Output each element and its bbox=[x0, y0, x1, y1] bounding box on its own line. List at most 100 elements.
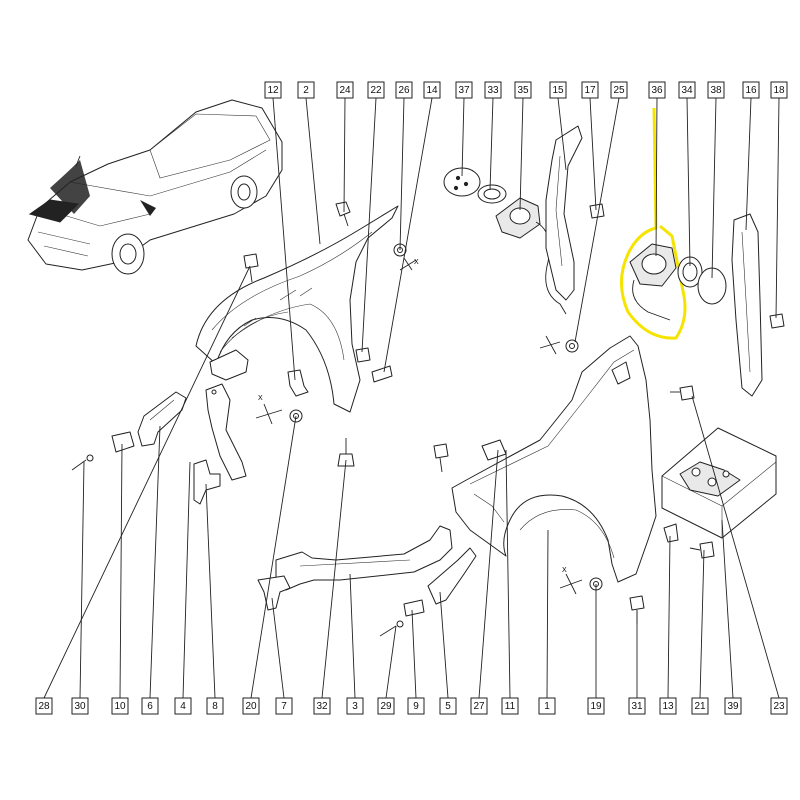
leader-26 bbox=[399, 97, 405, 251]
bolt-fender-top bbox=[433, 443, 449, 473]
callout-17: 17 bbox=[581, 81, 599, 99]
svg-text:17: 17 bbox=[584, 85, 596, 96]
svg-text:31: 31 bbox=[631, 701, 643, 712]
callout-8: 8 bbox=[206, 697, 224, 715]
nut-25 bbox=[565, 339, 579, 353]
svg-text:X: X bbox=[414, 259, 419, 266]
highlight-outline bbox=[619, 107, 687, 340]
callout-10: 10 bbox=[111, 697, 129, 715]
bracket-4 bbox=[205, 349, 249, 481]
callout-3: 3 bbox=[346, 697, 364, 715]
svg-text:25: 25 bbox=[613, 85, 625, 96]
svg-text:18: 18 bbox=[773, 85, 785, 96]
leader-24 bbox=[343, 97, 346, 213]
leader-17 bbox=[589, 97, 597, 211]
callout-16: 16 bbox=[742, 81, 760, 99]
callout-15: 15 bbox=[549, 81, 567, 99]
svg-text:14: 14 bbox=[426, 85, 438, 96]
bracket-5 bbox=[427, 547, 477, 605]
callout-37: 37 bbox=[455, 81, 473, 99]
svg-text:9: 9 bbox=[413, 701, 419, 712]
part-37-disk bbox=[443, 167, 481, 197]
clip-13 bbox=[663, 523, 679, 543]
leader-11 bbox=[505, 449, 511, 699]
bracket-3 bbox=[275, 525, 453, 591]
callout-25: 25 bbox=[610, 81, 628, 99]
svg-text:21: 21 bbox=[694, 701, 706, 712]
callout-4: 4 bbox=[174, 697, 192, 715]
svg-text:37: 37 bbox=[458, 85, 470, 96]
svg-text:6: 6 bbox=[147, 701, 153, 712]
callout-18: 18 bbox=[770, 81, 788, 99]
bracket-7 bbox=[257, 575, 291, 611]
car-thumbnail bbox=[27, 99, 283, 275]
leader-21 bbox=[699, 549, 705, 699]
svg-text:23: 23 bbox=[773, 701, 785, 712]
svg-text:24: 24 bbox=[339, 85, 351, 96]
callout-1: 1 bbox=[538, 697, 556, 715]
callout-13: 13 bbox=[659, 697, 677, 715]
leader-13 bbox=[667, 535, 671, 699]
leader-27 bbox=[478, 449, 499, 699]
svg-text:19: 19 bbox=[590, 701, 602, 712]
svg-text:X: X bbox=[562, 567, 567, 574]
leader-29 bbox=[385, 625, 397, 699]
part-17-clip bbox=[589, 203, 605, 219]
svg-text:27: 27 bbox=[473, 701, 485, 712]
callout-23: 23 bbox=[770, 697, 788, 715]
svg-text:10: 10 bbox=[114, 701, 126, 712]
bolt-24 bbox=[335, 201, 351, 227]
svg-text:26: 26 bbox=[398, 85, 410, 96]
svg-text:3: 3 bbox=[352, 701, 358, 712]
callout-11: 11 bbox=[501, 697, 519, 715]
callout-34: 34 bbox=[678, 81, 696, 99]
svg-text:34: 34 bbox=[681, 85, 693, 96]
leader-4 bbox=[182, 461, 191, 699]
callout-24: 24 bbox=[336, 81, 354, 99]
svg-text:22: 22 bbox=[370, 85, 382, 96]
leader-33 bbox=[489, 97, 494, 191]
leader-35 bbox=[519, 97, 524, 211]
svg-text:30: 30 bbox=[74, 701, 86, 712]
callout-6: 6 bbox=[141, 697, 159, 715]
part-33-gasket bbox=[477, 184, 507, 204]
bolt-28 bbox=[243, 253, 259, 283]
svg-text:11: 11 bbox=[505, 701, 516, 712]
svg-text:28: 28 bbox=[38, 701, 50, 712]
axis-mark-2: X bbox=[399, 257, 419, 271]
callout-36: 36 bbox=[648, 81, 666, 99]
leader-32 bbox=[321, 459, 347, 699]
screw-30 bbox=[71, 454, 94, 471]
part-36-fuel-flap-cable bbox=[629, 243, 677, 321]
leader-39 bbox=[721, 519, 734, 699]
callout-19: 19 bbox=[587, 697, 605, 715]
leader-30 bbox=[79, 461, 85, 699]
callout-32: 32 bbox=[313, 697, 331, 715]
clip-9 bbox=[403, 599, 425, 617]
callout-29: 29 bbox=[377, 697, 395, 715]
axis-mark-4: X bbox=[559, 567, 583, 595]
fastener-kit-box bbox=[661, 427, 777, 539]
axis-mark-1: X bbox=[255, 395, 283, 425]
callout-38: 38 bbox=[707, 81, 725, 99]
leader-7 bbox=[271, 597, 285, 699]
bracket-8 bbox=[193, 459, 221, 505]
fender-liner bbox=[195, 205, 399, 413]
clip-12 bbox=[287, 369, 309, 397]
svg-text:32: 32 bbox=[316, 701, 328, 712]
leader-5 bbox=[439, 591, 449, 699]
leader-14 bbox=[383, 97, 433, 373]
clip-27 bbox=[481, 439, 507, 461]
callout-33: 33 bbox=[484, 81, 502, 99]
leader-8 bbox=[205, 483, 216, 699]
leader-20 bbox=[250, 415, 297, 699]
svg-text:4: 4 bbox=[180, 701, 186, 712]
clip-14 bbox=[371, 365, 393, 383]
callout-27: 27 bbox=[470, 697, 488, 715]
svg-text:39: 39 bbox=[727, 701, 739, 712]
callout-20: 20 bbox=[242, 697, 260, 715]
svg-text:13: 13 bbox=[662, 701, 674, 712]
bracket-6 bbox=[137, 391, 187, 447]
clip-10 bbox=[111, 431, 135, 453]
svg-text:16: 16 bbox=[745, 85, 757, 96]
